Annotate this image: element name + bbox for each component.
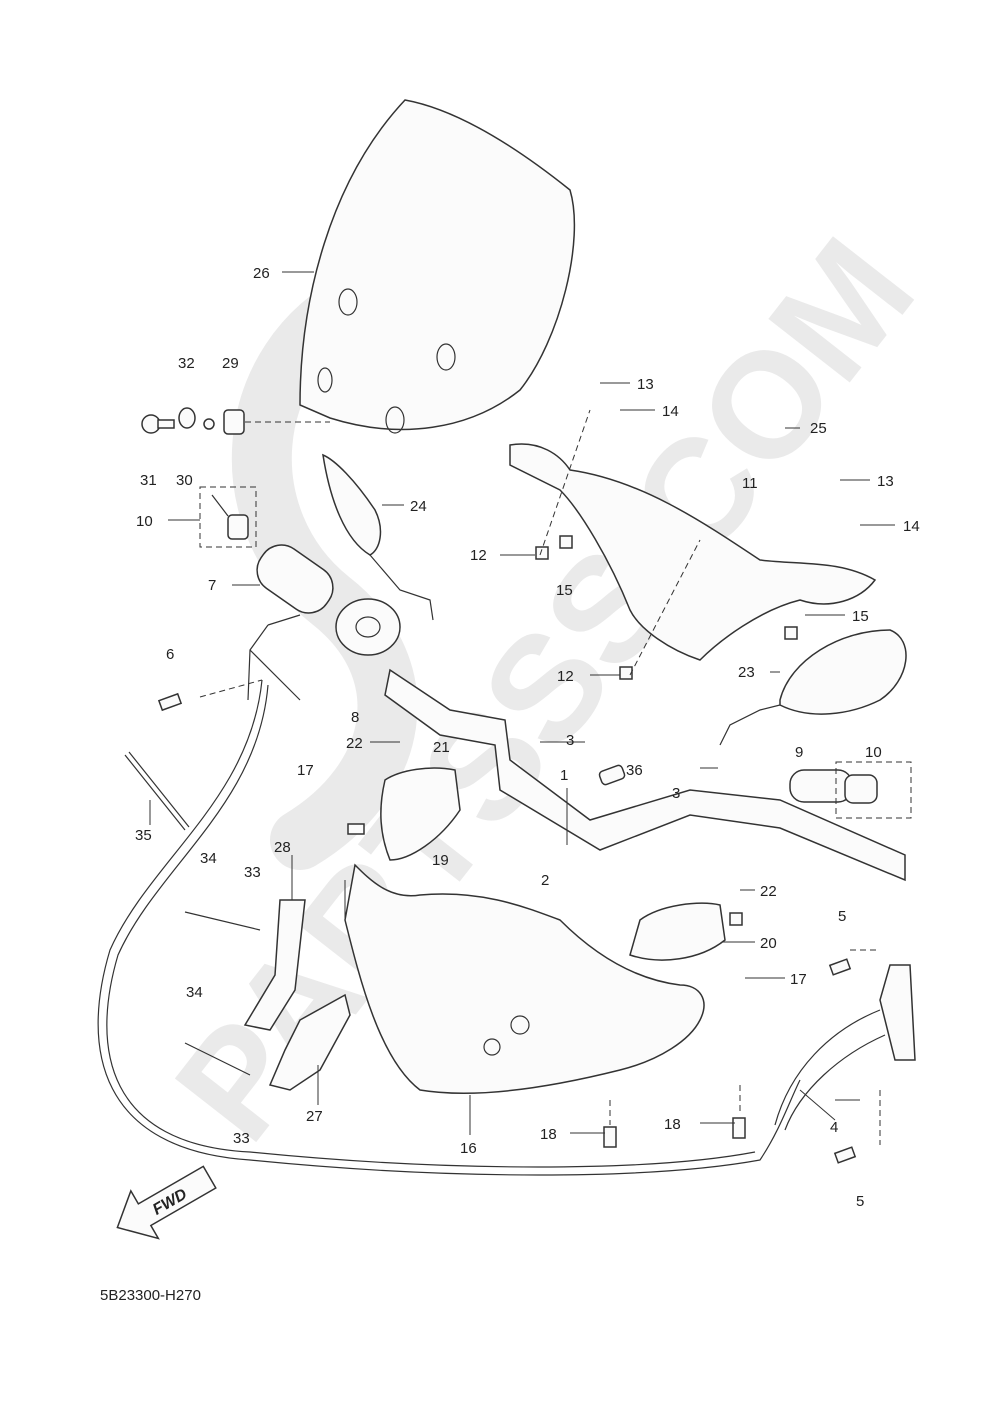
callout-25: 25	[810, 420, 827, 437]
callout-30: 30	[176, 472, 193, 489]
callout-31: 31	[140, 472, 157, 489]
upper-cover	[509, 443, 877, 661]
small-bolts	[157, 535, 857, 1164]
tube-36	[598, 764, 626, 786]
windscreen	[299, 99, 576, 431]
lower-cover	[344, 863, 705, 1094]
callout-9: 9	[795, 744, 803, 761]
callout-19: 19	[432, 852, 449, 869]
throttle-cable	[97, 679, 801, 1176]
callout-22: 22	[346, 735, 363, 752]
callout-20: 20	[760, 935, 777, 952]
callout-labels: 26 32 29 31 30 10 24 7 13 14 25 11 13 14…	[135, 265, 920, 1210]
leader-lines	[149, 271, 895, 1135]
grip-left	[256, 544, 334, 614]
callout-23: 23	[738, 664, 755, 681]
bracket-28	[243, 899, 306, 1031]
callout-26: 26	[253, 265, 270, 282]
callout-27: 27	[306, 1108, 323, 1125]
mount-hardware	[141, 407, 330, 435]
bar-end-weight-box	[199, 486, 257, 548]
callout-3b: 3	[672, 785, 680, 802]
cable-pair	[774, 1009, 886, 1131]
callout-1: 1	[560, 767, 568, 784]
drawing-code: 5B23300-H270	[100, 1287, 201, 1304]
callout-13: 13	[637, 376, 654, 393]
lever-left	[247, 614, 301, 701]
callout-12b: 12	[557, 668, 574, 685]
long-bolt	[184, 1042, 251, 1076]
callout-17: 17	[297, 762, 314, 779]
callout-13b: 13	[877, 473, 894, 490]
cable-bracket	[879, 964, 916, 1061]
callout-7: 7	[208, 577, 216, 594]
callout-18b: 18	[664, 1116, 681, 1133]
mirror-right	[779, 629, 907, 715]
windscreen-hole	[317, 367, 333, 393]
callout-14: 14	[662, 403, 679, 420]
throttle-housing	[335, 598, 401, 656]
callout-22b: 22	[760, 883, 777, 900]
bar-end-right-box	[835, 761, 912, 819]
grip-right	[789, 769, 853, 803]
callout-14b: 14	[903, 518, 920, 535]
cover-bracket-21	[380, 767, 461, 861]
fwd-arrow: FWD	[116, 1165, 217, 1240]
callout-3: 3	[566, 732, 574, 749]
callout-24: 24	[410, 498, 427, 515]
callout-33: 33	[244, 864, 261, 881]
mirror-left	[322, 453, 382, 556]
callout-5: 5	[838, 908, 846, 925]
callout-12: 12	[470, 547, 487, 564]
callout-11: 11	[742, 475, 758, 492]
bracket-27	[268, 993, 351, 1091]
cable-tie	[124, 751, 190, 831]
cover-bracket-20	[629, 902, 726, 961]
callout-35: 35	[135, 827, 152, 844]
handlebar	[384, 668, 906, 882]
callout-10b: 10	[865, 744, 882, 761]
callout-5b: 5	[856, 1193, 864, 1210]
callout-8: 8	[351, 709, 359, 726]
callout-34b: 34	[186, 984, 203, 1001]
callout-32: 32	[178, 355, 195, 372]
callout-21: 21	[433, 739, 450, 756]
callout-4: 4	[830, 1119, 838, 1136]
callout-10: 10	[136, 513, 153, 530]
callout-15b: 15	[852, 608, 869, 625]
callout-33b: 33	[233, 1130, 250, 1147]
callout-18: 18	[540, 1126, 557, 1143]
windscreen-hole	[436, 343, 456, 371]
callout-34: 34	[200, 850, 217, 867]
callout-28: 28	[274, 839, 291, 856]
callout-29: 29	[222, 355, 239, 372]
callout-16: 16	[460, 1140, 477, 1157]
windscreen-hole	[385, 406, 405, 434]
callout-17b: 17	[790, 971, 807, 988]
callout-36: 36	[626, 762, 643, 779]
callout-6: 6	[166, 646, 174, 663]
long-bolt	[184, 911, 261, 931]
callout-2: 2	[541, 872, 549, 889]
callout-15: 15	[556, 582, 573, 599]
windscreen-hole	[338, 288, 358, 316]
